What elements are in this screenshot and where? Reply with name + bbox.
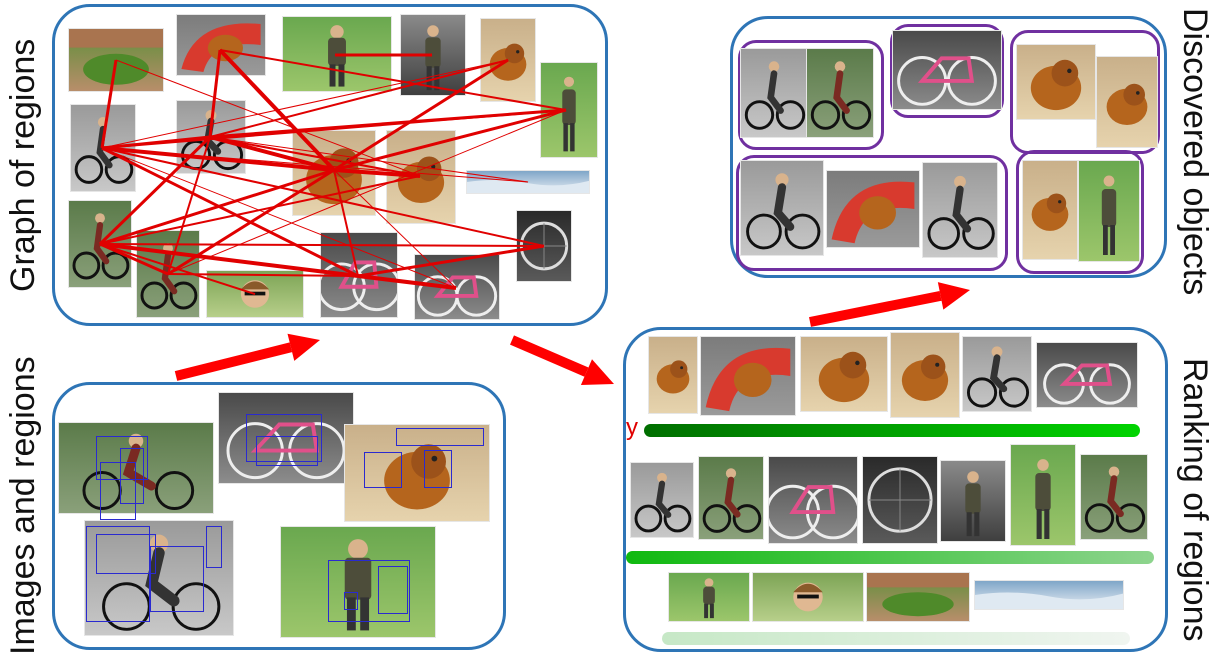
cyclist-region-thumbnail: [922, 162, 998, 258]
arrow-images-to-graph: [174, 342, 293, 381]
ranking-of-regions-label: Ranking of regions: [1176, 358, 1214, 642]
walker-region-thumbnail: [1010, 444, 1076, 546]
stroller-region-thumbnail: [826, 170, 920, 248]
object-group-dog-walker: [1016, 150, 1144, 274]
arrow-images-to-graph-head: [287, 333, 320, 361]
walker-region-thumbnail: [668, 572, 750, 622]
wading-region-thumbnail: [698, 456, 764, 540]
face-region-thumbnail: [752, 572, 864, 622]
bicycle-region-thumbnail: [218, 392, 354, 484]
person-region-thumbnail: [400, 14, 466, 96]
object-group-bicycle: [890, 24, 1004, 118]
wading-region-thumbnail: [806, 48, 874, 138]
cyclist-region-thumbnail: [630, 462, 694, 538]
dog-region-thumbnail: [648, 336, 698, 414]
dog-region-thumbnail: [480, 18, 536, 102]
region-box: [96, 436, 148, 480]
bicycle-region-thumbnail: [320, 232, 398, 318]
region-box: [86, 526, 150, 622]
dog-region-thumbnail: [890, 332, 960, 418]
bicycle-region-thumbnail: [892, 30, 1002, 110]
wading-region-thumbnail: [68, 200, 132, 288]
water-region-thumbnail: [974, 580, 1124, 610]
wading-region-thumbnail: [1080, 454, 1148, 540]
arrow-graph-to-ranking: [510, 335, 589, 377]
garden-region-thumbnail: [866, 572, 970, 622]
bicycle-region-thumbnail: [414, 254, 500, 320]
region-box: [206, 526, 222, 568]
ranking-score-symbol: y: [626, 414, 638, 441]
region-box: [120, 448, 144, 504]
wheel-region-thumbnail: [862, 456, 938, 544]
arrow-ranking-to-discovered-head: [937, 282, 970, 310]
walker-region-thumbnail: [1078, 160, 1140, 262]
water-region-thumbnail: [466, 170, 590, 194]
dog-region-thumbnail: [386, 130, 456, 224]
rank-bar-bottom: [662, 632, 1130, 645]
dog-region-thumbnail: [1096, 56, 1158, 148]
face-region-thumbnail: [206, 270, 304, 318]
cyclist-region-thumbnail: [740, 160, 824, 256]
stroller-region-thumbnail: [176, 14, 266, 76]
wading-region-thumbnail: [136, 230, 200, 318]
discovered-objects-label: Discovered objects: [1176, 8, 1214, 296]
images-and-regions-label: Images and regions: [4, 356, 42, 655]
arrow-graph-to-ranking-head: [580, 359, 614, 385]
bicycle-region-thumbnail: [768, 456, 858, 544]
object-group-cyclist-stroller: [736, 155, 1008, 271]
cyclist-region-thumbnail: [176, 100, 246, 174]
region-box: [100, 462, 136, 520]
dog-region-thumbnail: [800, 336, 888, 412]
walker-region-thumbnail: [282, 16, 392, 92]
person-region-thumbnail: [940, 460, 1006, 542]
stroller-region-thumbnail: [700, 336, 796, 416]
cyclist-region-thumbnail: [70, 104, 136, 192]
region-box: [364, 452, 402, 488]
region-box: [328, 560, 410, 622]
walker-region-thumbnail: [540, 62, 598, 158]
arrow-ranking-to-discovered: [809, 290, 942, 327]
region-box: [150, 546, 204, 612]
rank-bar-middle: [626, 551, 1154, 564]
graph-of-regions-label: Graph of regions: [4, 38, 42, 292]
cyclist-region-thumbnail: [740, 48, 808, 138]
bicycle-region-thumbnail: [1036, 342, 1138, 408]
region-box: [246, 414, 322, 462]
dog-region-thumbnail: [1022, 160, 1078, 260]
region-box: [256, 436, 318, 466]
rank-bar-top: [644, 424, 1140, 437]
region-box: [396, 428, 484, 446]
garden-region-thumbnail: [68, 28, 164, 92]
region-box: [378, 566, 408, 614]
region-box: [96, 534, 156, 574]
region-box: [424, 450, 452, 488]
dog-region-thumbnail: [292, 130, 376, 216]
dog-region-thumbnail: [1016, 44, 1096, 120]
region-box: [344, 592, 358, 610]
wading-region-thumbnail: [58, 422, 214, 514]
object-group-cyclist: [738, 40, 884, 150]
dog-region-thumbnail: [344, 424, 490, 522]
wheel-region-thumbnail: [516, 210, 572, 282]
cyclist-region-thumbnail: [962, 336, 1032, 412]
